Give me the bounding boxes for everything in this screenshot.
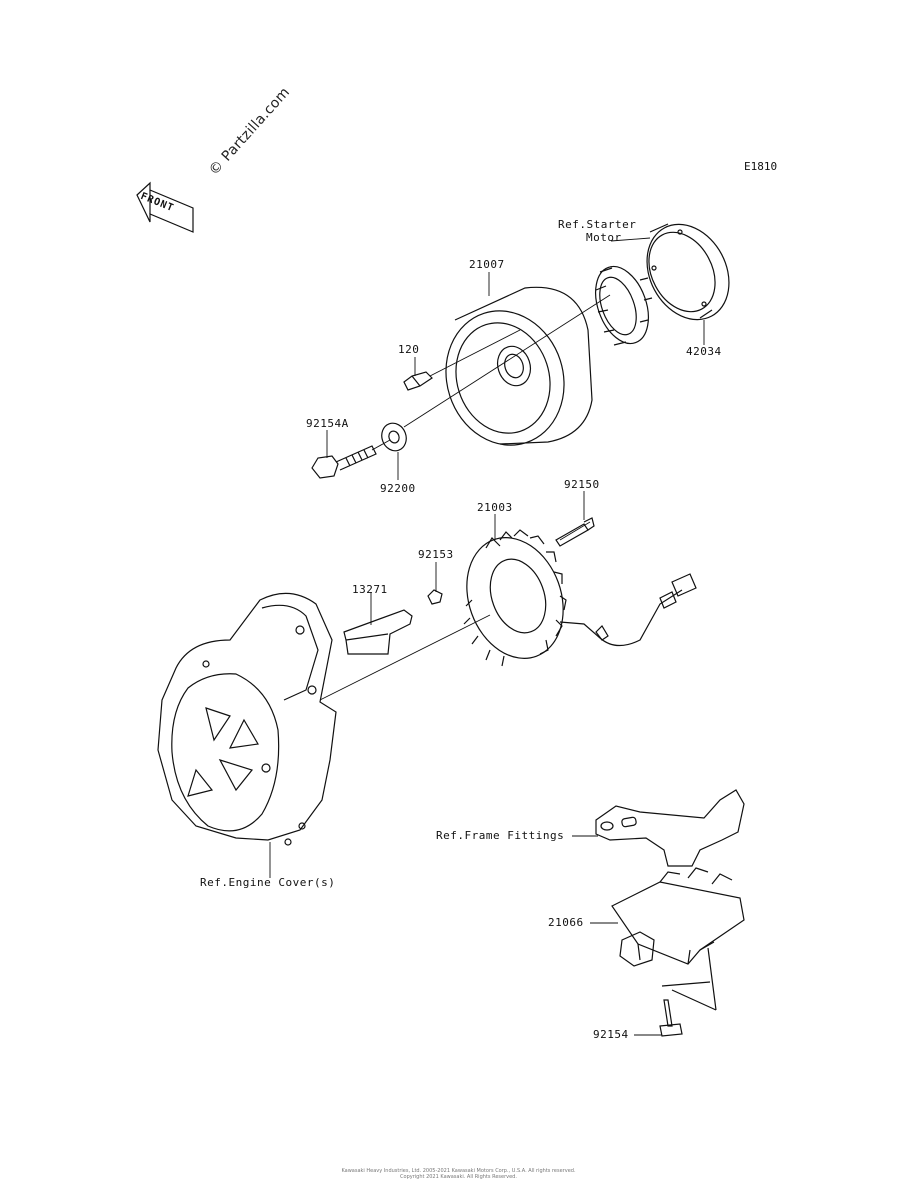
- engine-cover: [158, 593, 336, 845]
- part-label-21007[interactable]: 21007: [469, 258, 505, 271]
- ref-starter-motor-line1: Ref.Starter: [558, 218, 637, 231]
- grommet-92153: [428, 590, 442, 604]
- part-label-92153[interactable]: 92153: [418, 548, 454, 561]
- bolt-92154A: [312, 446, 376, 478]
- part-label-21066[interactable]: 21066: [548, 916, 584, 929]
- starter-clutch: [586, 259, 658, 351]
- footer-line-1: Kawasaki Heavy Industries, Ltd. 2005-202…: [341, 1168, 576, 1174]
- part-label-42034[interactable]: 42034: [686, 345, 722, 358]
- part-label-92154A[interactable]: 92154A: [306, 417, 349, 430]
- bolt-92154: [660, 1000, 682, 1036]
- ref-frame-fittings: Ref.Frame Fittings: [436, 829, 565, 842]
- ring-42034: [631, 210, 745, 334]
- assembly-axis: [320, 295, 610, 700]
- bolt-120: [404, 372, 432, 390]
- regulator-21066: [612, 868, 744, 1010]
- leader-lines: [270, 238, 704, 1035]
- part-label-21003[interactable]: 21003: [477, 501, 513, 514]
- ref-engine-cover: Ref.Engine Cover(s): [200, 876, 336, 889]
- front-arrow-icon: [137, 183, 193, 232]
- part-label-120[interactable]: 120: [398, 343, 420, 356]
- frame-bracket: [596, 790, 744, 866]
- part-label-92200[interactable]: 92200: [380, 482, 416, 495]
- ref-starter-motor-line2: Motor: [586, 231, 622, 244]
- washer-92200: [378, 420, 410, 455]
- screw-92150: [556, 518, 594, 546]
- diagram-code: E1810: [744, 160, 778, 173]
- footer-line-2: Copyright 2021 Kawasaki. All Rights Rese…: [400, 1174, 517, 1180]
- rotor-21007: [429, 287, 592, 460]
- part-label-92150[interactable]: 92150: [564, 478, 600, 491]
- holder-13271: [344, 610, 412, 654]
- stator-21003: [451, 524, 696, 672]
- footer-copyright: Kawasaki Heavy Industries, Ltd. 2005-202…: [0, 1168, 917, 1180]
- part-label-92154[interactable]: 92154: [593, 1028, 629, 1041]
- part-label-13271[interactable]: 13271: [352, 583, 388, 596]
